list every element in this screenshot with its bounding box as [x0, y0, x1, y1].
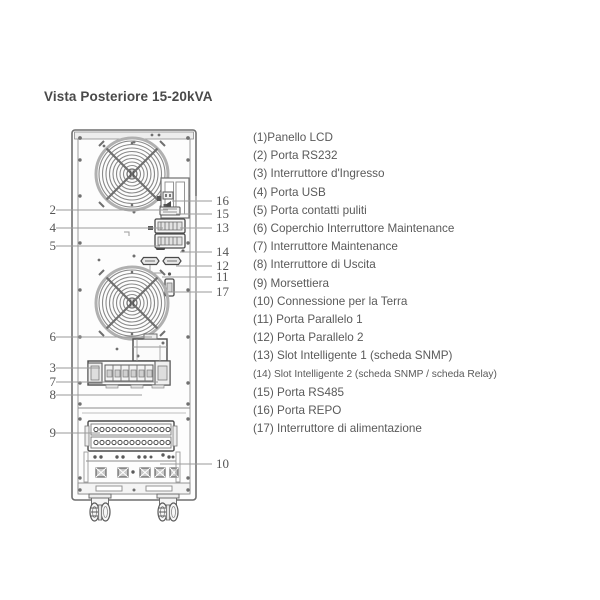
callout-number: 16	[216, 193, 229, 208]
leader-lines-left	[56, 209, 168, 434]
intelligent-slot-2	[154, 233, 186, 253]
callout-number: 5	[49, 238, 57, 253]
legend-item: (4) Porta USB	[253, 185, 326, 199]
legend-item: (12) Porta Parallelo 2	[253, 331, 364, 345]
callout-number: 3	[49, 360, 57, 375]
callout-number: 11	[216, 269, 229, 284]
intelligent-slot-1	[154, 218, 186, 234]
legend-item: (5) Porta contatti puliti	[253, 203, 367, 217]
parallel-port-2	[162, 256, 182, 266]
callout-number: 7	[49, 374, 57, 389]
legend-item: (8) Interruttore di Uscita	[253, 258, 376, 272]
legend-item: (16) Porta REPO	[253, 404, 342, 418]
caster-left	[88, 493, 112, 522]
callout-number: 15	[216, 206, 229, 221]
caster-right	[156, 493, 180, 522]
terminal-block	[84, 420, 178, 452]
callout-number: 6	[49, 329, 57, 344]
parallel-port-1	[140, 256, 160, 266]
legend-list: (1)Panello LCD (2) Porta RS232 (3) Inter…	[253, 129, 573, 438]
legend-item: (3) Interruttore d'Ingresso	[253, 167, 385, 181]
legend-item: (7) Interruttore Maintenance	[253, 240, 398, 254]
callout-number: 8	[49, 387, 57, 402]
legend-item: (17) Interruttore di alimentazione	[253, 422, 422, 436]
repo-rs485-headers	[157, 191, 181, 216]
legend-item: (14) Slot Intelligente 2 (scheda SNMP / …	[253, 368, 497, 380]
legend-item: (9) Morsettiera	[253, 276, 329, 290]
ground-connection	[83, 451, 181, 483]
callout-number: 2	[49, 202, 57, 217]
legend-item: (11) Porta Parallelo 1	[253, 313, 363, 327]
callout-number: 17	[216, 284, 229, 299]
callout-number: 13	[216, 220, 229, 235]
callout-number: 4	[49, 220, 57, 235]
callout-number: 9	[49, 425, 57, 440]
legend-item: (10) Connessione per la Terra	[253, 294, 408, 308]
legend-item: (1)Panello LCD	[253, 131, 333, 144]
legend-item: (13) Slot Intelligente 1 (scheda SNMP)	[253, 349, 453, 363]
legend-item: (15) Porta RS485	[253, 385, 344, 399]
page-title: Vista Posteriore 15-20kVA	[44, 89, 213, 104]
legend-item: (2) Porta RS232	[253, 149, 338, 163]
callout-number: 12	[216, 258, 229, 273]
legend-item: (6) Coperchio Interruttore Maintenance	[253, 222, 455, 236]
breaker-bank	[87, 339, 171, 389]
plinth-detail	[95, 485, 173, 492]
callout-number: 14	[216, 244, 229, 259]
callout-number: 10	[216, 456, 229, 471]
panel-screws	[78, 133, 190, 492]
